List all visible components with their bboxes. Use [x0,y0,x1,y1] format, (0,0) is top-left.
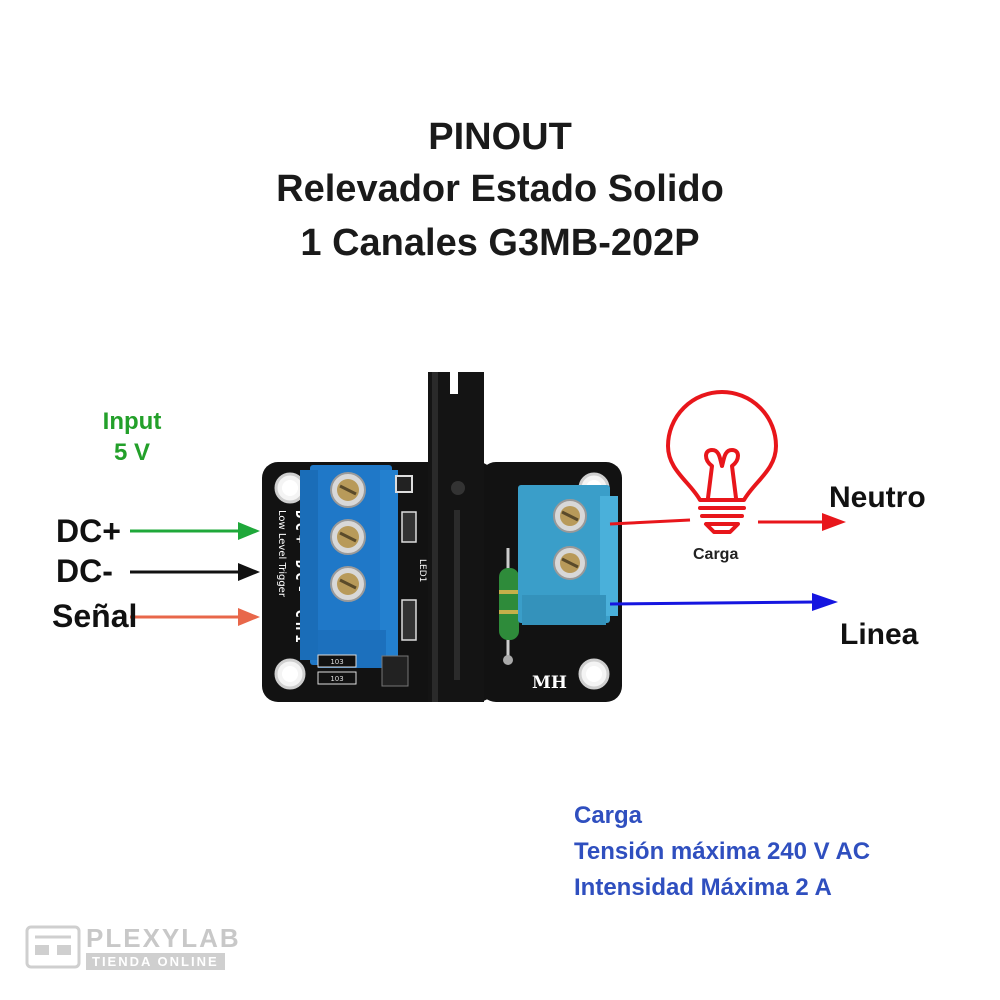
pin-label-dc-plus: DC+ [56,513,121,549]
specs-voltage: Tensión máxima 240 V AC [574,838,871,865]
resistor-code-1: 103 [330,658,343,666]
input-voltage-label: Input 5 V [82,406,182,468]
specs-current: Intensidad Máxima 2 A [574,874,832,901]
plexylab-logo-icon [25,925,81,969]
input-label: Input [102,408,162,435]
title-line-1: PINOUT [428,116,572,158]
arrow-dc-minus [130,563,260,581]
silkscreen-maker: MH [532,673,567,693]
bulb-label: Carga [693,546,739,563]
silkscreen-led: LED1 [417,559,427,582]
input-voltage-value: 5 V [113,439,151,467]
specs-title: Carga [574,802,643,829]
load-specs: Carga Tensión máxima 240 V AC Intensidad… [574,798,870,906]
watermark-subtitle: TIENDA ONLINE [86,953,225,970]
ssr-g3mb-202p [428,372,484,702]
silkscreen-trigger-text: Low Level Trigger [276,510,287,598]
terminal-block-output [518,485,618,625]
watermark-brand: PLEXYLAB [86,923,241,953]
pin-label-dc-minus: DC- [56,553,113,589]
resistor-code-2: 103 [330,675,343,683]
wire-neutral [609,513,846,531]
light-bulb-icon [666,390,778,534]
arrow-dc-plus [130,522,260,540]
pin-label-signal: Señal [52,598,138,634]
arrow-signal [130,608,260,626]
title-line-3: 1 Canales G3MB-202P [300,222,700,264]
varistor [499,548,519,665]
wire-line [609,593,838,611]
smd-components: LED1 103 103 [317,475,427,687]
neutral-label: Neutro [829,481,926,514]
title-line-2: Relevador Estado Solido [276,168,724,210]
line-label: Linea [840,618,919,651]
terminal-block-input [300,465,398,668]
